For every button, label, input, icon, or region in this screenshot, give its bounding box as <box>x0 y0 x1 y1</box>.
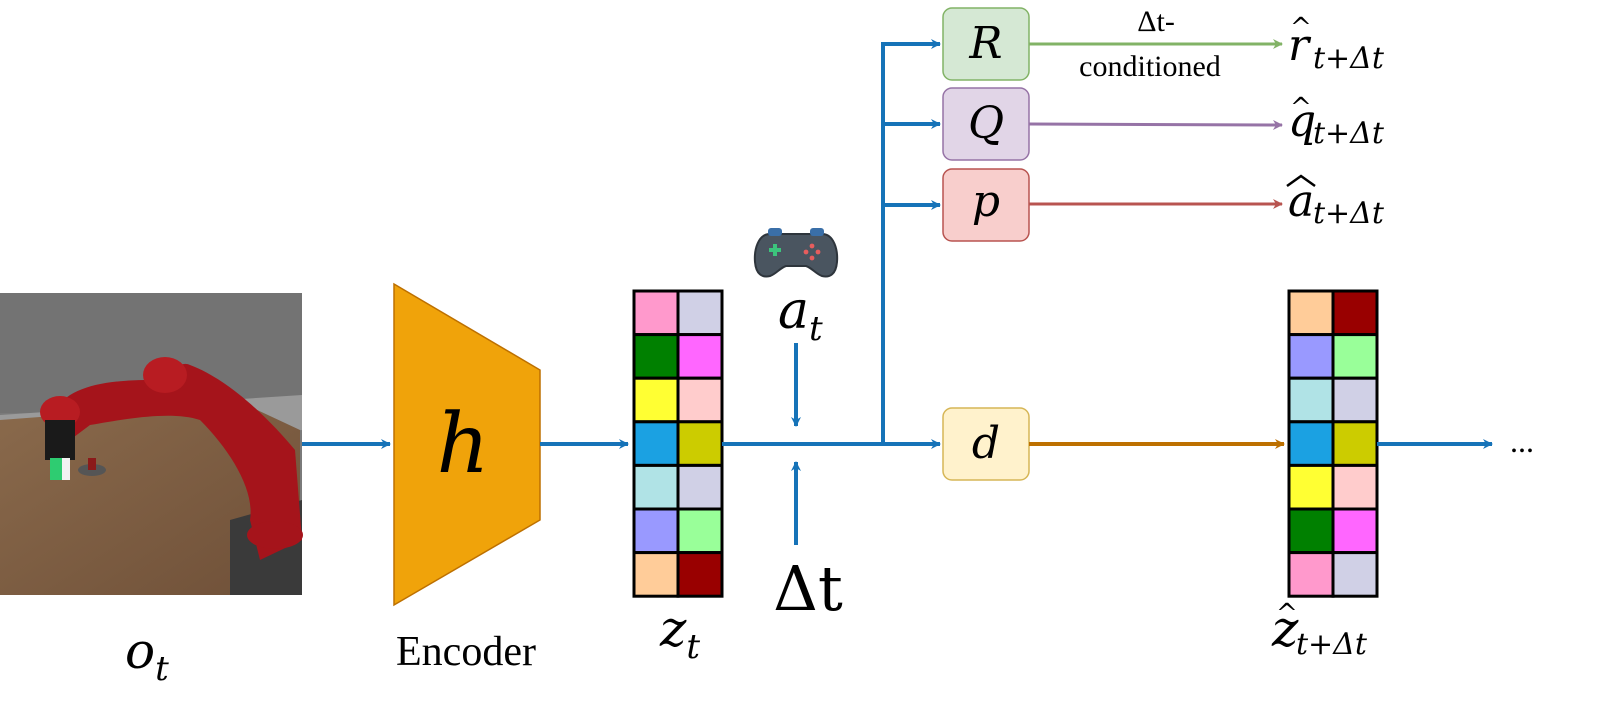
head-R-output-label: r ^ t+Δt <box>1288 13 1385 76</box>
next-latent-cell-5-0 <box>1287 507 1335 555</box>
next-latent-cell-3-1 <box>1331 420 1379 467</box>
svg-text:q: q <box>1288 96 1316 147</box>
next-latent-cell-4-1 <box>1331 463 1379 511</box>
next-latent-cell-3-0 <box>1287 420 1335 467</box>
latent-cell-5-1 <box>676 507 724 555</box>
next-latent-cell-2-1 <box>1331 376 1379 424</box>
delta-symbol: Δt <box>773 552 843 625</box>
svg-text:^: ^ <box>1290 13 1312 43</box>
next-latent-cell-0-0 <box>1287 289 1335 337</box>
svg-text:^: ^ <box>1290 93 1312 123</box>
next-latent-grid <box>1287 289 1379 598</box>
head-Q-output-arrow <box>1028 119 1283 130</box>
head-p-output-label: a t+Δt <box>1286 174 1385 231</box>
dynamics-symbol: d <box>972 418 1000 469</box>
head-R-note-line1: Δt- <box>1137 5 1175 38</box>
latent-cell-4-1 <box>676 463 724 511</box>
next-latent-cell-1-0 <box>1287 333 1335 380</box>
latent-cell-4-0 <box>632 463 680 511</box>
svg-text:t+Δt: t+Δt <box>1296 627 1368 662</box>
next-latent-cell-2-0 <box>1287 376 1335 424</box>
head-Q-output-label: q ^ t+Δt <box>1288 93 1385 151</box>
svg-text:t+Δt: t+Δt <box>1313 116 1385 151</box>
latent-cell-2-0 <box>632 376 680 424</box>
latent-cell-3-0 <box>632 420 680 467</box>
next-latent-cell-5-1 <box>1331 507 1379 555</box>
latent-cell-1-0 <box>632 333 680 380</box>
svg-text:r: r <box>1288 20 1312 71</box>
latent-cell-1-1 <box>676 333 724 380</box>
head-R-symbol: R <box>968 18 1002 69</box>
gamepad-icon <box>753 228 839 278</box>
head-R-note-line2: conditioned <box>1079 50 1221 83</box>
encoder-label: Encoder <box>396 629 536 675</box>
observation-symbol: ot <box>125 622 169 689</box>
svg-text:t+Δt: t+Δt <box>1313 196 1385 231</box>
svg-text:^: ^ <box>1276 599 1298 629</box>
svg-text:z: z <box>1271 600 1299 658</box>
next-latent-cell-1-1 <box>1331 333 1379 380</box>
latent-cell-3-1 <box>676 420 724 467</box>
encoder-block <box>393 282 541 607</box>
next-latent-label: z ^ t+Δt <box>1271 599 1368 662</box>
observation-image <box>0 293 303 595</box>
ellipsis: ... <box>1510 423 1534 459</box>
next-latent-cell-4-0 <box>1287 463 1335 511</box>
action-symbol: at <box>778 281 823 349</box>
latent-cell-2-1 <box>676 376 724 424</box>
head-p-symbol: p <box>972 176 1000 227</box>
latent-cell-0-0 <box>632 289 680 337</box>
next-latent-cell-0-1 <box>1331 289 1379 337</box>
latent-cell-6-0 <box>632 551 680 598</box>
latent-cell-6-1 <box>676 551 724 598</box>
latent-grid <box>632 289 724 598</box>
svg-text:t+Δt: t+Δt <box>1313 41 1385 76</box>
latent-cell-5-0 <box>632 507 680 555</box>
encoder-symbol: h <box>437 397 490 492</box>
latent-cell-0-1 <box>676 289 724 337</box>
next-latent-cell-6-1 <box>1331 551 1379 598</box>
head-Q-symbol: Q <box>968 98 1004 149</box>
svg-text:a: a <box>1288 176 1314 227</box>
next-latent-cell-6-0 <box>1287 551 1335 598</box>
latent-symbol: zt <box>659 600 700 667</box>
